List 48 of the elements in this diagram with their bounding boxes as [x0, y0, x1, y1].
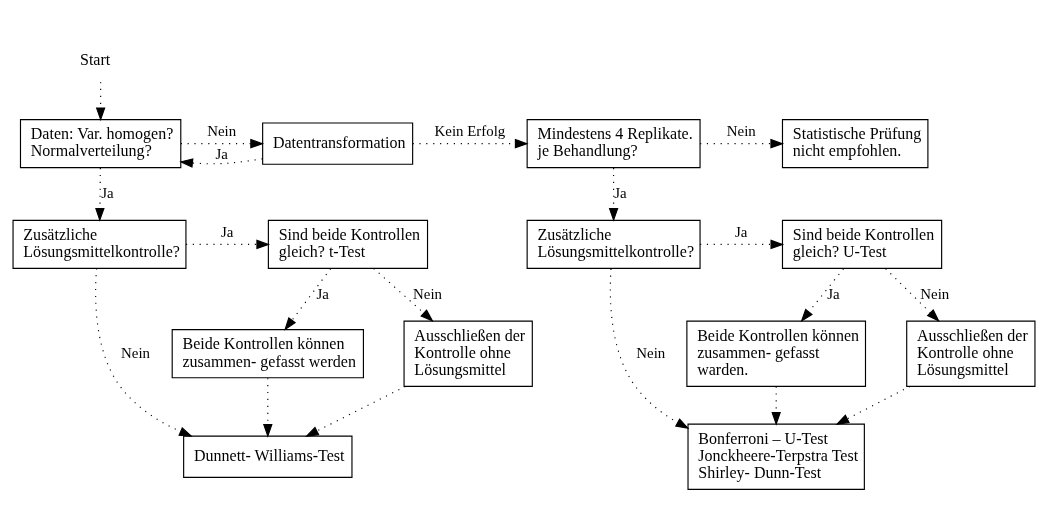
edge-label: Ja	[215, 145, 228, 162]
edge-label: Kein Erfolg	[434, 123, 506, 140]
node-box: Ausschließen der Kontrolle ohne Lösungsmittel	[906, 320, 1036, 387]
arrow	[185, 239, 271, 250]
node-box: Datentransformation	[262, 122, 414, 165]
arrow	[95, 81, 106, 122]
node-box: Zusätzliche Lösungsmittelkontrolle?	[12, 219, 187, 269]
edge-label: Ja	[316, 285, 329, 302]
arrow	[885, 268, 940, 323]
arrow	[608, 167, 619, 222]
edge-label: Nein	[121, 344, 151, 361]
node-box: Sind beide Kontrollen gleich? t-Test	[267, 219, 429, 269]
arrow	[179, 158, 264, 168]
arrow	[180, 138, 265, 149]
arrow	[263, 377, 273, 438]
node-box: Mindestens 4 Replikate. je Behandlung?	[526, 119, 701, 169]
node-box: Bonferroni – U-Test Jonckheere-Terpstra Test Shirley- Dunn-Test	[687, 423, 865, 490]
edge-label: Nein	[726, 123, 756, 140]
node-box: Sind beide Kontrollen gleich? U-Test	[781, 219, 943, 269]
edge-label: Ja	[220, 223, 234, 240]
edge-label: Ja	[614, 184, 627, 201]
edge-label: Nein	[920, 285, 950, 302]
arrow	[699, 138, 785, 149]
edge-label: Nein	[636, 344, 666, 361]
edge-label: Nein	[207, 123, 237, 140]
edge-label: Nein	[413, 285, 442, 302]
arrow	[412, 138, 529, 149]
node-box: Dunnett- Williams-Test	[183, 435, 353, 478]
edge-label: Ja	[827, 285, 840, 302]
arrow	[95, 167, 105, 222]
node-box: Beide Kontrollen können zusammen- gefasst werden	[171, 329, 364, 379]
edge-label: Ja	[735, 223, 748, 240]
node-box: Beide Kontrollen können zusammen- gefasst warden.	[686, 320, 867, 387]
arrow	[835, 385, 911, 425]
node-box: Zusätzliche Lösungsmittelkontrolle?	[526, 219, 701, 269]
node-text: Start	[80, 51, 111, 69]
arrow	[373, 267, 434, 322]
edge-label: Ja	[101, 184, 114, 201]
arrow	[304, 385, 406, 437]
arrow	[609, 268, 690, 429]
node-box: Ausschließen der Kontrolle ohne Lösungsmittel	[403, 320, 533, 387]
arrow	[771, 386, 781, 426]
arrow	[284, 268, 332, 331]
node-box: Statistische Prüfung nicht empfohlen.	[781, 119, 929, 169]
arrow	[95, 267, 193, 437]
arrow	[699, 239, 785, 250]
node-box: Daten: Var. homogen? Normalverteilung?	[19, 119, 182, 169]
arrow	[800, 268, 844, 323]
